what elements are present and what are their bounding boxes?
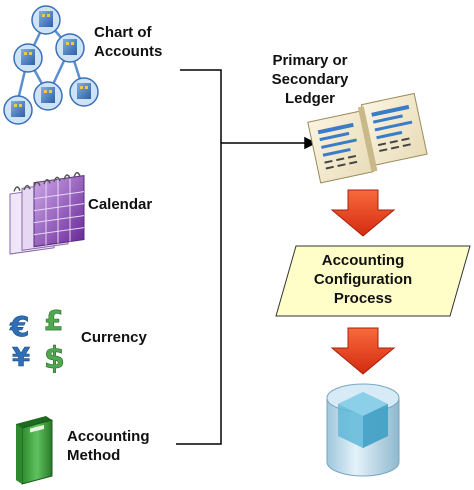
calendar-label: Calendar <box>88 196 153 213</box>
ledger-line1: Primary or <box>272 52 348 69</box>
ledger-line2: Secondary <box>271 71 349 88</box>
ledger-line3: Ledger <box>284 90 335 107</box>
accounting-method-label: Accounting Method <box>67 427 150 465</box>
svg-text:£: £ <box>44 304 63 337</box>
process-line2: Configuration <box>313 271 413 288</box>
svg-text:€: € <box>9 310 29 343</box>
book-icon <box>16 416 53 485</box>
org-chart-icon <box>3 5 99 125</box>
down-arrow-icon <box>330 327 396 375</box>
ledger-book-icon <box>307 92 428 184</box>
calendar-icon <box>9 171 85 255</box>
database-icon <box>326 383 400 477</box>
connector-lines <box>176 69 317 445</box>
process-label: Accounting Configuration Process <box>283 251 443 308</box>
chart-of-accounts-label: Chart of Accounts <box>94 23 162 61</box>
accounting-method-line2: Method <box>67 447 121 464</box>
process-box <box>275 245 471 317</box>
svg-text:$: $ <box>44 341 65 376</box>
accounting-method-line1: Accounting <box>67 428 150 445</box>
ledger-label: Primary or Secondary Ledger <box>268 51 352 108</box>
process-line1: Accounting <box>321 252 405 269</box>
svg-text:¥: ¥ <box>12 343 30 373</box>
chart-of-accounts-line2: Accounts <box>94 43 163 60</box>
currency-icon: € £ ¥ $ <box>9 304 65 377</box>
down-arrow-icon <box>330 189 396 237</box>
chart-of-accounts-line1: Chart of <box>94 24 152 41</box>
process-line3: Process <box>333 290 393 307</box>
currency-label: Currency <box>81 329 147 346</box>
